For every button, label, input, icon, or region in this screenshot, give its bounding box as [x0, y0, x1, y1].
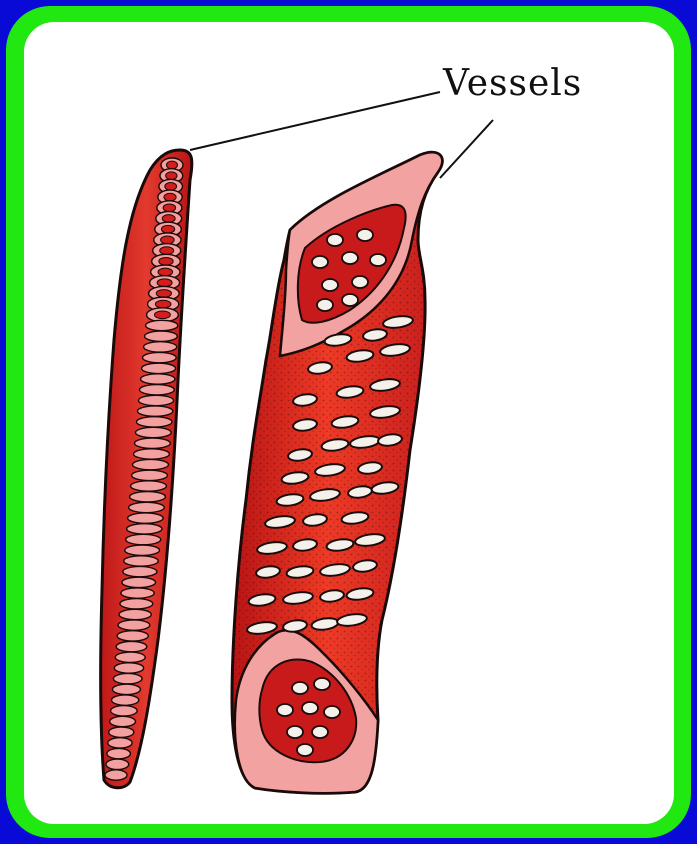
narrow-thickening-ring [141, 363, 175, 373]
narrow-thickening-ring [133, 449, 169, 459]
narrow-thickening-core [154, 311, 170, 319]
plate-pit [277, 704, 293, 716]
leader-line-wide-vessel [440, 120, 493, 178]
narrow-thickening-ring [142, 352, 176, 362]
plate-pit [312, 256, 328, 268]
narrow-thickening-ring [131, 481, 167, 491]
narrow-thickening-core [156, 290, 171, 298]
narrow-thickening-core [164, 193, 176, 201]
narrow-thickening-ring [120, 599, 153, 609]
narrow-thickening-core [155, 300, 171, 308]
narrow-thickening-ring [125, 545, 160, 555]
narrow-thickening-ring [138, 395, 173, 405]
narrow-thickening-ring [139, 385, 174, 395]
plate-pit [287, 726, 303, 738]
narrow-thickening-ring [117, 631, 148, 641]
narrow-thickening-ring [124, 556, 158, 566]
narrow-thickening-ring [114, 663, 143, 673]
narrow-thickening-ring [111, 695, 138, 705]
narrow-thickening-ring [137, 406, 172, 416]
narrow-thickening-ring [146, 320, 178, 330]
narrow-thickening-ring [119, 609, 151, 619]
narrow-thickening-ring [132, 470, 168, 480]
narrow-thickening-core [161, 225, 174, 233]
plate-pit [342, 294, 358, 306]
narrow-thickening-ring [111, 706, 138, 716]
narrow-thickening-ring [121, 588, 154, 598]
narrow-thickening-ring [109, 727, 134, 737]
leader-line-narrow-vessel [190, 92, 440, 150]
narrow-thickening-core [161, 236, 175, 244]
narrow-thickening-ring [135, 427, 171, 437]
plate-pit [297, 744, 313, 756]
narrow-thickening-core [165, 183, 177, 191]
plate-pit [342, 252, 358, 264]
narrow-thickening-ring [129, 502, 165, 512]
narrow-thickening-ring [140, 374, 174, 384]
plate-pit [302, 702, 318, 714]
narrow-thickening-ring [118, 620, 150, 630]
plate-pit [370, 254, 386, 266]
narrow-thickening-ring [105, 770, 127, 780]
narrow-thickening-core [162, 215, 175, 223]
narrow-thickening-ring [145, 331, 178, 341]
narrow-thickening-ring [143, 342, 176, 352]
narrow-thickening-ring [115, 652, 145, 662]
plate-pit [327, 234, 343, 246]
plate-pit [357, 229, 373, 241]
plate-pit [314, 678, 330, 690]
narrow-thickening-core [166, 172, 177, 180]
narrow-thickening-ring [132, 459, 168, 469]
narrow-thickening-core [158, 268, 173, 276]
narrow-thickening-core [159, 257, 173, 265]
plate-pit [312, 726, 328, 738]
plate-pit [322, 279, 338, 291]
narrow-thickening-core [163, 204, 176, 212]
narrow-thickening-ring [116, 641, 147, 651]
narrow-thickening-ring [136, 417, 172, 427]
plate-pit [317, 299, 333, 311]
vessels-label: Vessels [443, 66, 582, 102]
narrow-thickening-core [167, 161, 178, 169]
narrow-thickening-core [157, 279, 172, 287]
narrow-thickening-ring [110, 716, 136, 726]
narrow-thickening-ring [108, 738, 132, 748]
narrow-thickening-ring [106, 759, 129, 769]
plate-pit [352, 276, 368, 288]
narrow-thickening-ring [128, 513, 164, 523]
narrow-thickening-ring [127, 524, 162, 534]
narrow-thickening-ring [107, 748, 131, 758]
narrow-thickening-ring [130, 492, 166, 502]
narrow-thickening-ring [134, 438, 170, 448]
narrow-thickening-ring [113, 673, 142, 683]
plate-pit [292, 682, 308, 694]
narrow-thickening-ring [123, 566, 157, 576]
narrow-thickening-core [160, 247, 174, 255]
narrow-thickening-ring [126, 534, 161, 544]
plate-pit [324, 706, 340, 718]
narrow-thickening-ring [122, 577, 156, 587]
narrow-thickening-ring [112, 684, 140, 694]
